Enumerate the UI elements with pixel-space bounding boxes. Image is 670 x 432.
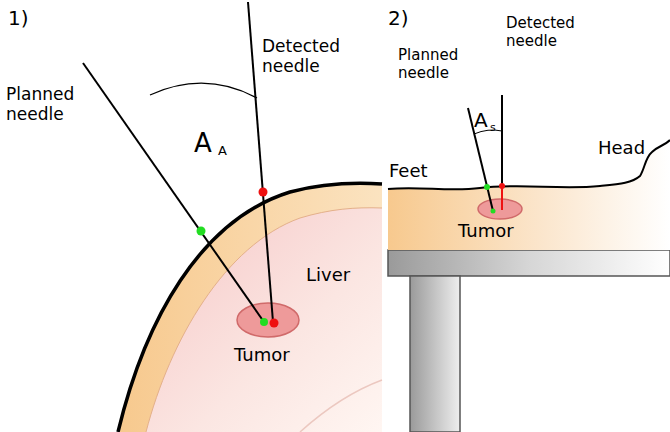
angle-symbol: A [474, 108, 488, 132]
planned-needle [83, 63, 264, 322]
needle-label: Planned needle [6, 84, 86, 125]
needle-label: Detected needle [262, 36, 362, 77]
fat-layer [118, 183, 382, 432]
tumor-label: Tumor [458, 220, 514, 242]
angle-arc [150, 83, 257, 98]
organ-edge [300, 380, 382, 432]
direction-label: Head [598, 137, 645, 159]
table-top [388, 250, 670, 276]
table-leg [410, 276, 460, 432]
planned-needle [468, 108, 493, 211]
needle-inside [501, 187, 503, 210]
detected-needle [501, 95, 503, 210]
tumor-label: Tumor [234, 344, 290, 366]
sagittal-panel [388, 95, 670, 432]
tumor [478, 199, 522, 219]
direction-label: Feet [389, 160, 428, 182]
tip-point [270, 319, 279, 328]
needle-label: Planned needle [398, 46, 468, 82]
angle-subscript: A [218, 143, 227, 159]
needle-label: Detected needle [506, 14, 596, 50]
liver [146, 208, 382, 432]
target-point [260, 318, 268, 326]
tumor [237, 303, 299, 337]
entry-point [499, 183, 505, 189]
entry-point [259, 188, 268, 197]
angle-subscript: s [490, 121, 496, 134]
liver-edge [146, 208, 382, 432]
organ-label: Liver [306, 264, 350, 286]
angle-symbol: A [194, 128, 212, 159]
entry-point [197, 227, 206, 236]
entry-point [484, 184, 490, 190]
axial-panel [83, 2, 382, 432]
panel-number: 1) [8, 6, 29, 30]
target-point [491, 209, 496, 214]
panel-number: 2) [388, 6, 409, 30]
skin-line [118, 183, 382, 432]
